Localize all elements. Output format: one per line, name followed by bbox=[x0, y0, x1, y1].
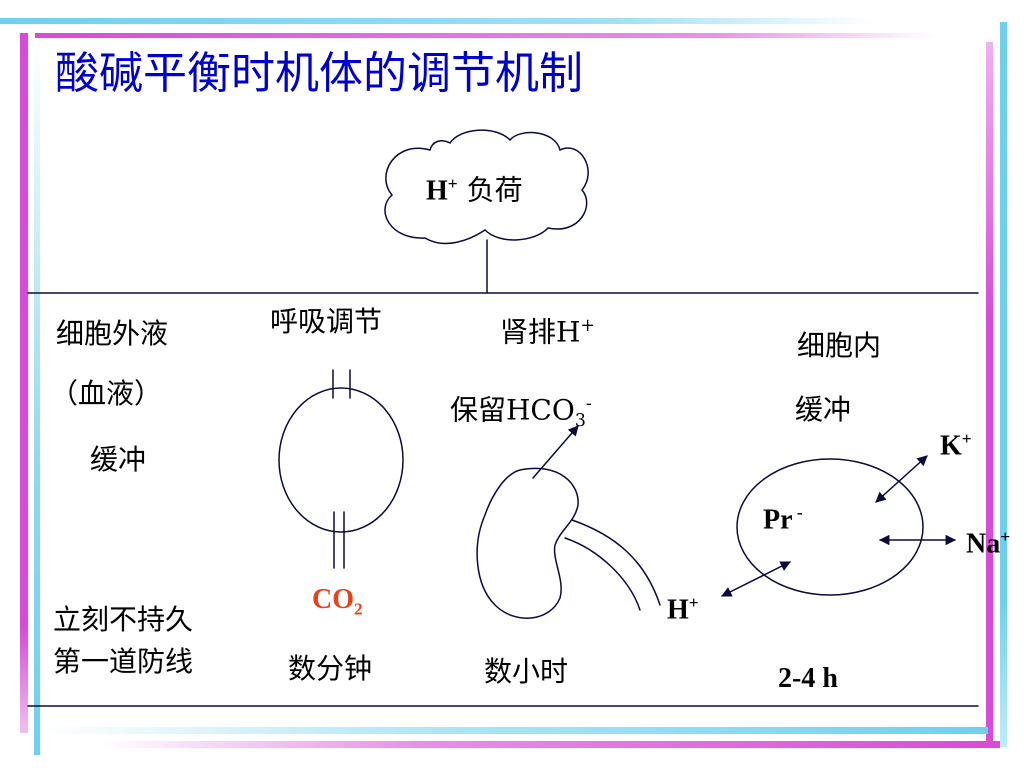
cell-outline bbox=[736, 458, 924, 596]
co2-label: CO2 bbox=[312, 584, 363, 619]
na-ion-label: Na+ bbox=[966, 527, 1011, 560]
ecf-buffer-label: 缓冲 bbox=[90, 443, 147, 476]
ureter-outer bbox=[571, 519, 661, 606]
k-exchange-arrow bbox=[875, 455, 928, 503]
h-load-label: H+ 负荷 bbox=[426, 173, 523, 207]
top-magenta-bar bbox=[35, 33, 935, 38]
bottom-magenta-bar bbox=[100, 741, 1000, 748]
kidney-time: 数小时 bbox=[484, 655, 569, 688]
hco3-arrow bbox=[532, 425, 579, 479]
bottom-cyan-bar bbox=[40, 727, 988, 734]
right-magenta-bar bbox=[986, 42, 993, 742]
k-ion-label: K+ bbox=[940, 429, 972, 462]
respiration-time: 数分钟 bbox=[288, 652, 373, 685]
kidney-label: 肾排H+ bbox=[500, 315, 595, 349]
icf-buffer-label: 缓冲 bbox=[795, 393, 852, 426]
protein-label: Pr - bbox=[763, 503, 803, 536]
left-cyan-bar bbox=[34, 40, 40, 755]
ecf-blood-label: （血液） bbox=[50, 377, 163, 410]
cloud-outline bbox=[384, 129, 589, 245]
icf-time: 2-4 h bbox=[778, 663, 838, 694]
hco3-retain-label: 保留HCO3- bbox=[450, 393, 592, 431]
lung-outline bbox=[278, 387, 404, 533]
ecf-note-immediate: 立刻不持久 bbox=[53, 603, 194, 636]
left-magenta-bar bbox=[20, 33, 28, 733]
ecf-label: 细胞外液 bbox=[56, 317, 169, 350]
slide-title: 酸碱平衡时机体的调节机制 bbox=[55, 48, 583, 99]
top-cyan-bar bbox=[0, 18, 875, 24]
ureter-inner bbox=[564, 537, 641, 611]
h-secretion-arrow bbox=[721, 561, 791, 597]
kidney-outline bbox=[476, 467, 579, 619]
right-cyan-bar bbox=[1000, 22, 1007, 747]
icf-label: 细胞内 bbox=[797, 329, 882, 362]
ecf-note-first-line: 第一道防线 bbox=[53, 645, 194, 678]
h-ion-label: H+ bbox=[667, 593, 699, 626]
respiration-label: 呼吸调节 bbox=[270, 305, 383, 338]
